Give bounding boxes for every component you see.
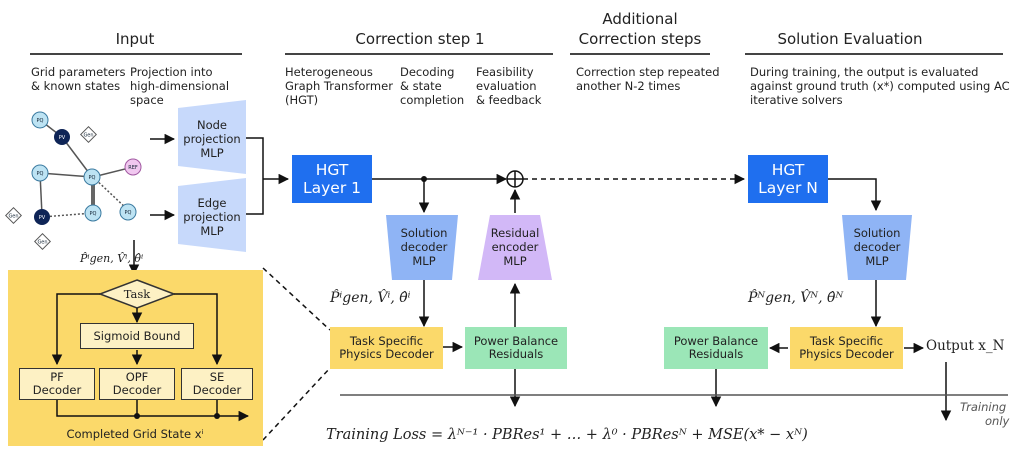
projection-line1: Projection into	[130, 65, 213, 79]
tspd-n-line2: Physics Decoder	[799, 347, 894, 361]
completed-grid-state-label: Completed Grid State xⁱ	[66, 427, 204, 441]
pf-decoder-box: PF Decoder	[19, 368, 95, 400]
node-projection-label-3: MLP	[200, 146, 224, 160]
header-evaluation-rule	[745, 53, 1003, 55]
solution-decoder-n-line1: Solution	[853, 226, 901, 240]
eval-desc-line1: During training, the output is evaluated	[750, 65, 979, 79]
repeat-line1: Correction step repeated	[576, 65, 720, 79]
solution-decoder-1-line1: Solution	[400, 226, 448, 240]
task-specific-physics-decoder-n: Task Specific Physics Decoder	[790, 327, 903, 369]
edge-projection-mlp	[178, 178, 246, 252]
hgt-layer-n-subtitle: Layer N	[758, 179, 818, 197]
projection-line2: high-dimensional	[130, 79, 230, 93]
header-correction-step-1: Correction step 1	[355, 30, 485, 48]
training-loss-equation: Training Loss = λᴺ⁻¹ · PBRes¹ + … + λ⁰ ·…	[326, 427, 808, 443]
node-pq-label: PQ	[90, 211, 97, 217]
decoding-line1: Decoding	[400, 65, 455, 79]
output-label: Output x_N	[926, 338, 1005, 354]
header-solution-evaluation: Solution Evaluation	[777, 30, 923, 48]
hgt-desc-line1: Heterogeneous	[285, 65, 373, 79]
training-only-line2: only	[985, 414, 1010, 428]
solution-decoder-1-line2: decoder	[400, 240, 448, 254]
node-gen-label: Gen	[8, 214, 18, 220]
state-estimate-i: P̂ⁱgen, V̂ⁱ, θ̂ⁱ	[330, 290, 411, 306]
pbr-1-line2: Residuals	[488, 347, 544, 361]
tspd-1-line1: Task Specific	[349, 334, 424, 348]
opf-decoder-box: OPF Decoder	[99, 368, 175, 400]
opf-decoder-line1: OPF	[125, 370, 149, 384]
pbr-1-line1: Power Balance	[473, 334, 559, 348]
edge-projection-label-2: projection	[183, 210, 241, 224]
eval-desc-line3: iterative solvers	[750, 93, 843, 107]
node-projection-label-2: projection	[183, 132, 241, 146]
residual-encoder-mlp	[478, 215, 552, 280]
state-estimate-n: P̂ᴺgen, V̂ᴺ, θ̂ᴺ	[748, 290, 844, 306]
solution-decoder-1-line3: MLP	[412, 254, 436, 268]
edge-projection-label-1: Edge	[197, 196, 227, 210]
feasibility-line2: evaluation	[476, 79, 537, 93]
header-correction-rule	[285, 53, 553, 55]
node-gen-label: Gen	[37, 240, 47, 246]
training-only-line1: Training	[960, 400, 1007, 414]
edge-projection-label-3: MLP	[200, 224, 224, 238]
graph-nodes	[5, 111, 142, 250]
eval-desc-line2: against ground truth (x*) computed using…	[750, 79, 1010, 93]
pbr-n-line1: Power Balance	[673, 334, 759, 348]
hgt-layer-1: HGT Layer 1	[292, 155, 372, 203]
feasibility-line1: Feasibility	[476, 65, 534, 79]
hgt-layer-1-subtitle: Layer 1	[302, 179, 361, 197]
pf-decoder-line2: Decoder	[32, 383, 82, 397]
tspd-1-line2: Physics Decoder	[339, 347, 434, 361]
repeat-line2: another N-2 times	[576, 79, 681, 93]
sigmoid-bound-box: Sigmoid Bound	[80, 323, 194, 349]
hgt-desc-line2: Graph Transformer	[285, 79, 393, 93]
opf-decoder-line2: Decoder	[112, 383, 162, 397]
power-balance-residuals-n: Power Balance Residuals	[664, 327, 768, 369]
node-projection-label-1: Node	[196, 118, 227, 132]
decoding-line2: & state	[400, 79, 442, 93]
hgt-layer-n: HGT Layer N	[748, 155, 828, 203]
decoding-line3: completion	[400, 93, 465, 107]
se-decoder-line1: SE	[209, 370, 225, 384]
se-decoder-line2: Decoder	[192, 383, 242, 397]
node-pv-label: PV	[59, 135, 66, 141]
solution-decoder-n-line2: decoder	[853, 240, 901, 254]
residual-encoder-line1: Residual	[490, 226, 540, 240]
node-pq-label: PQ	[89, 175, 96, 181]
sigmoid-bound-label: Sigmoid Bound	[93, 328, 181, 343]
node-projection-mlp	[178, 100, 246, 174]
residual-encoder-line2: encoder	[491, 240, 539, 254]
header-additional-rule	[570, 53, 710, 55]
pbr-n-line2: Residuals	[688, 347, 744, 361]
node-ref-label: REF	[128, 165, 138, 171]
state-estimate-small: P̂ⁱgen, V̂ⁱ, θ̂ⁱ	[80, 252, 144, 265]
power-balance-residuals-1: Power Balance Residuals	[465, 327, 567, 369]
solution-decoder-n-line3: MLP	[865, 254, 889, 268]
node-pq-label: PQ	[37, 118, 44, 124]
task-specific-physics-decoder-1: Task Specific Physics Decoder	[330, 327, 443, 369]
node-gen-label: Gen	[83, 133, 93, 139]
node-pq-label: PQ	[37, 171, 44, 177]
task-label: Task	[123, 287, 151, 301]
node-pq-label: PQ	[125, 210, 132, 216]
header-additional-line2: Correction steps	[578, 30, 702, 48]
tspd-n-line1: Task Specific	[809, 334, 884, 348]
projection-line3: space	[130, 93, 164, 107]
header-additional-line1: Additional	[602, 10, 678, 28]
solution-decoder-mlp-N	[842, 215, 912, 280]
residual-encoder-line3: MLP	[503, 254, 527, 268]
hgt-layer-1-title: HGT	[315, 161, 349, 179]
header-input-rule	[30, 53, 242, 55]
solution-decoder-mlp-1	[386, 215, 458, 280]
header-input: Input	[115, 30, 155, 48]
hgt-layer-n-title: HGT	[771, 161, 805, 179]
grid-params-line1: Grid parameters	[31, 65, 126, 79]
grid-params-line2: & known states	[31, 79, 121, 93]
feasibility-line3: & feedback	[476, 93, 542, 107]
hgt-desc-line3: (HGT)	[285, 93, 319, 107]
se-decoder-box: SE Decoder	[181, 368, 253, 400]
node-pv-label: PV	[39, 215, 46, 221]
pf-decoder-line1: PF	[50, 370, 64, 384]
